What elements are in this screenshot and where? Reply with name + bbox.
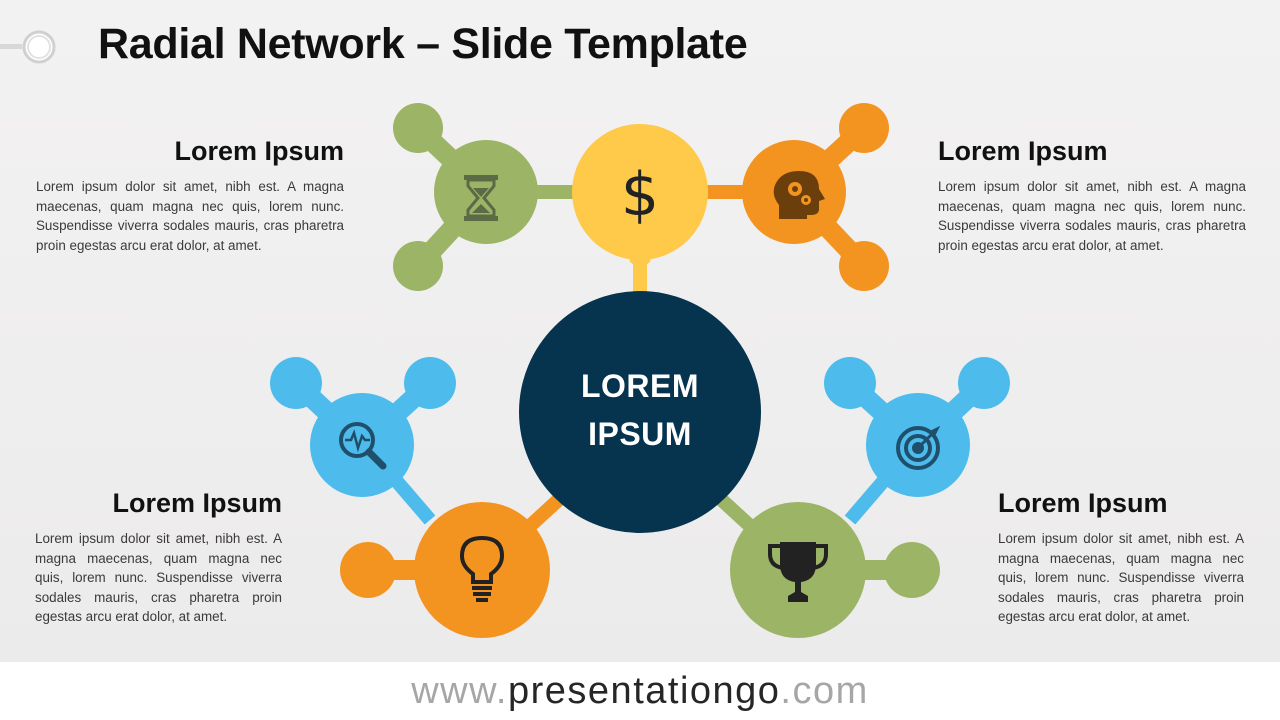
center-label-line1: LOREM [580, 368, 700, 404]
hourglass-icon [464, 175, 498, 221]
text-block-bottom-left: Lorem Ipsum Lorem ipsum dolor sit amet, … [35, 488, 282, 627]
block-heading: Lorem Ipsum [938, 136, 1108, 166]
block-heading: Lorem Ipsum [998, 488, 1168, 518]
center-node [519, 291, 761, 533]
svg-text:$: $ [621, 160, 659, 230]
node-yellow-top [572, 124, 708, 266]
radial-network-diagram: $ [270, 103, 1010, 638]
block-heading: Lorem Ipsum [112, 488, 282, 518]
page-title: Radial Network – Slide Template [98, 20, 748, 68]
footer-prefix: www. [411, 670, 508, 712]
block-body: Lorem ipsum dolor sit amet, nibh est. A … [36, 179, 344, 253]
lightbulb-icon [459, 535, 505, 602]
node-blue-left [270, 357, 456, 497]
block-body: Lorem ipsum dolor sit amet, nibh est. A … [938, 179, 1246, 253]
text-block-top-left: Lorem Ipsum Lorem ipsum dolor sit amet, … [36, 136, 344, 255]
center-label: LOREM IPSUM [520, 362, 760, 458]
footer-url[interactable]: www.presentationgo.com [0, 662, 1280, 720]
node-green-top [393, 103, 538, 291]
block-heading: Lorem Ipsum [174, 136, 344, 166]
text-block-top-right: Lorem Ipsum Lorem ipsum dolor sit amet, … [938, 136, 1246, 255]
analytics-magnifier-icon [339, 422, 387, 470]
title-decoration-icon [0, 30, 56, 64]
target-icon [896, 425, 941, 470]
center-label-line2: IPSUM [588, 416, 692, 452]
block-body: Lorem ipsum dolor sit amet, nibh est. A … [998, 531, 1244, 625]
text-block-bottom-right: Lorem Ipsum Lorem ipsum dolor sit amet, … [998, 488, 1244, 627]
trophy-icon [768, 542, 828, 602]
node-orange-bottom [340, 502, 550, 638]
footer-suffix: .com [780, 670, 869, 712]
block-body: Lorem ipsum dolor sit amet, nibh est. A … [35, 531, 282, 625]
head-gears-icon [773, 171, 825, 219]
footer-domain: presentationgo [508, 670, 781, 712]
dollar-icon: $ [621, 160, 659, 230]
node-green-bottom [730, 502, 940, 638]
